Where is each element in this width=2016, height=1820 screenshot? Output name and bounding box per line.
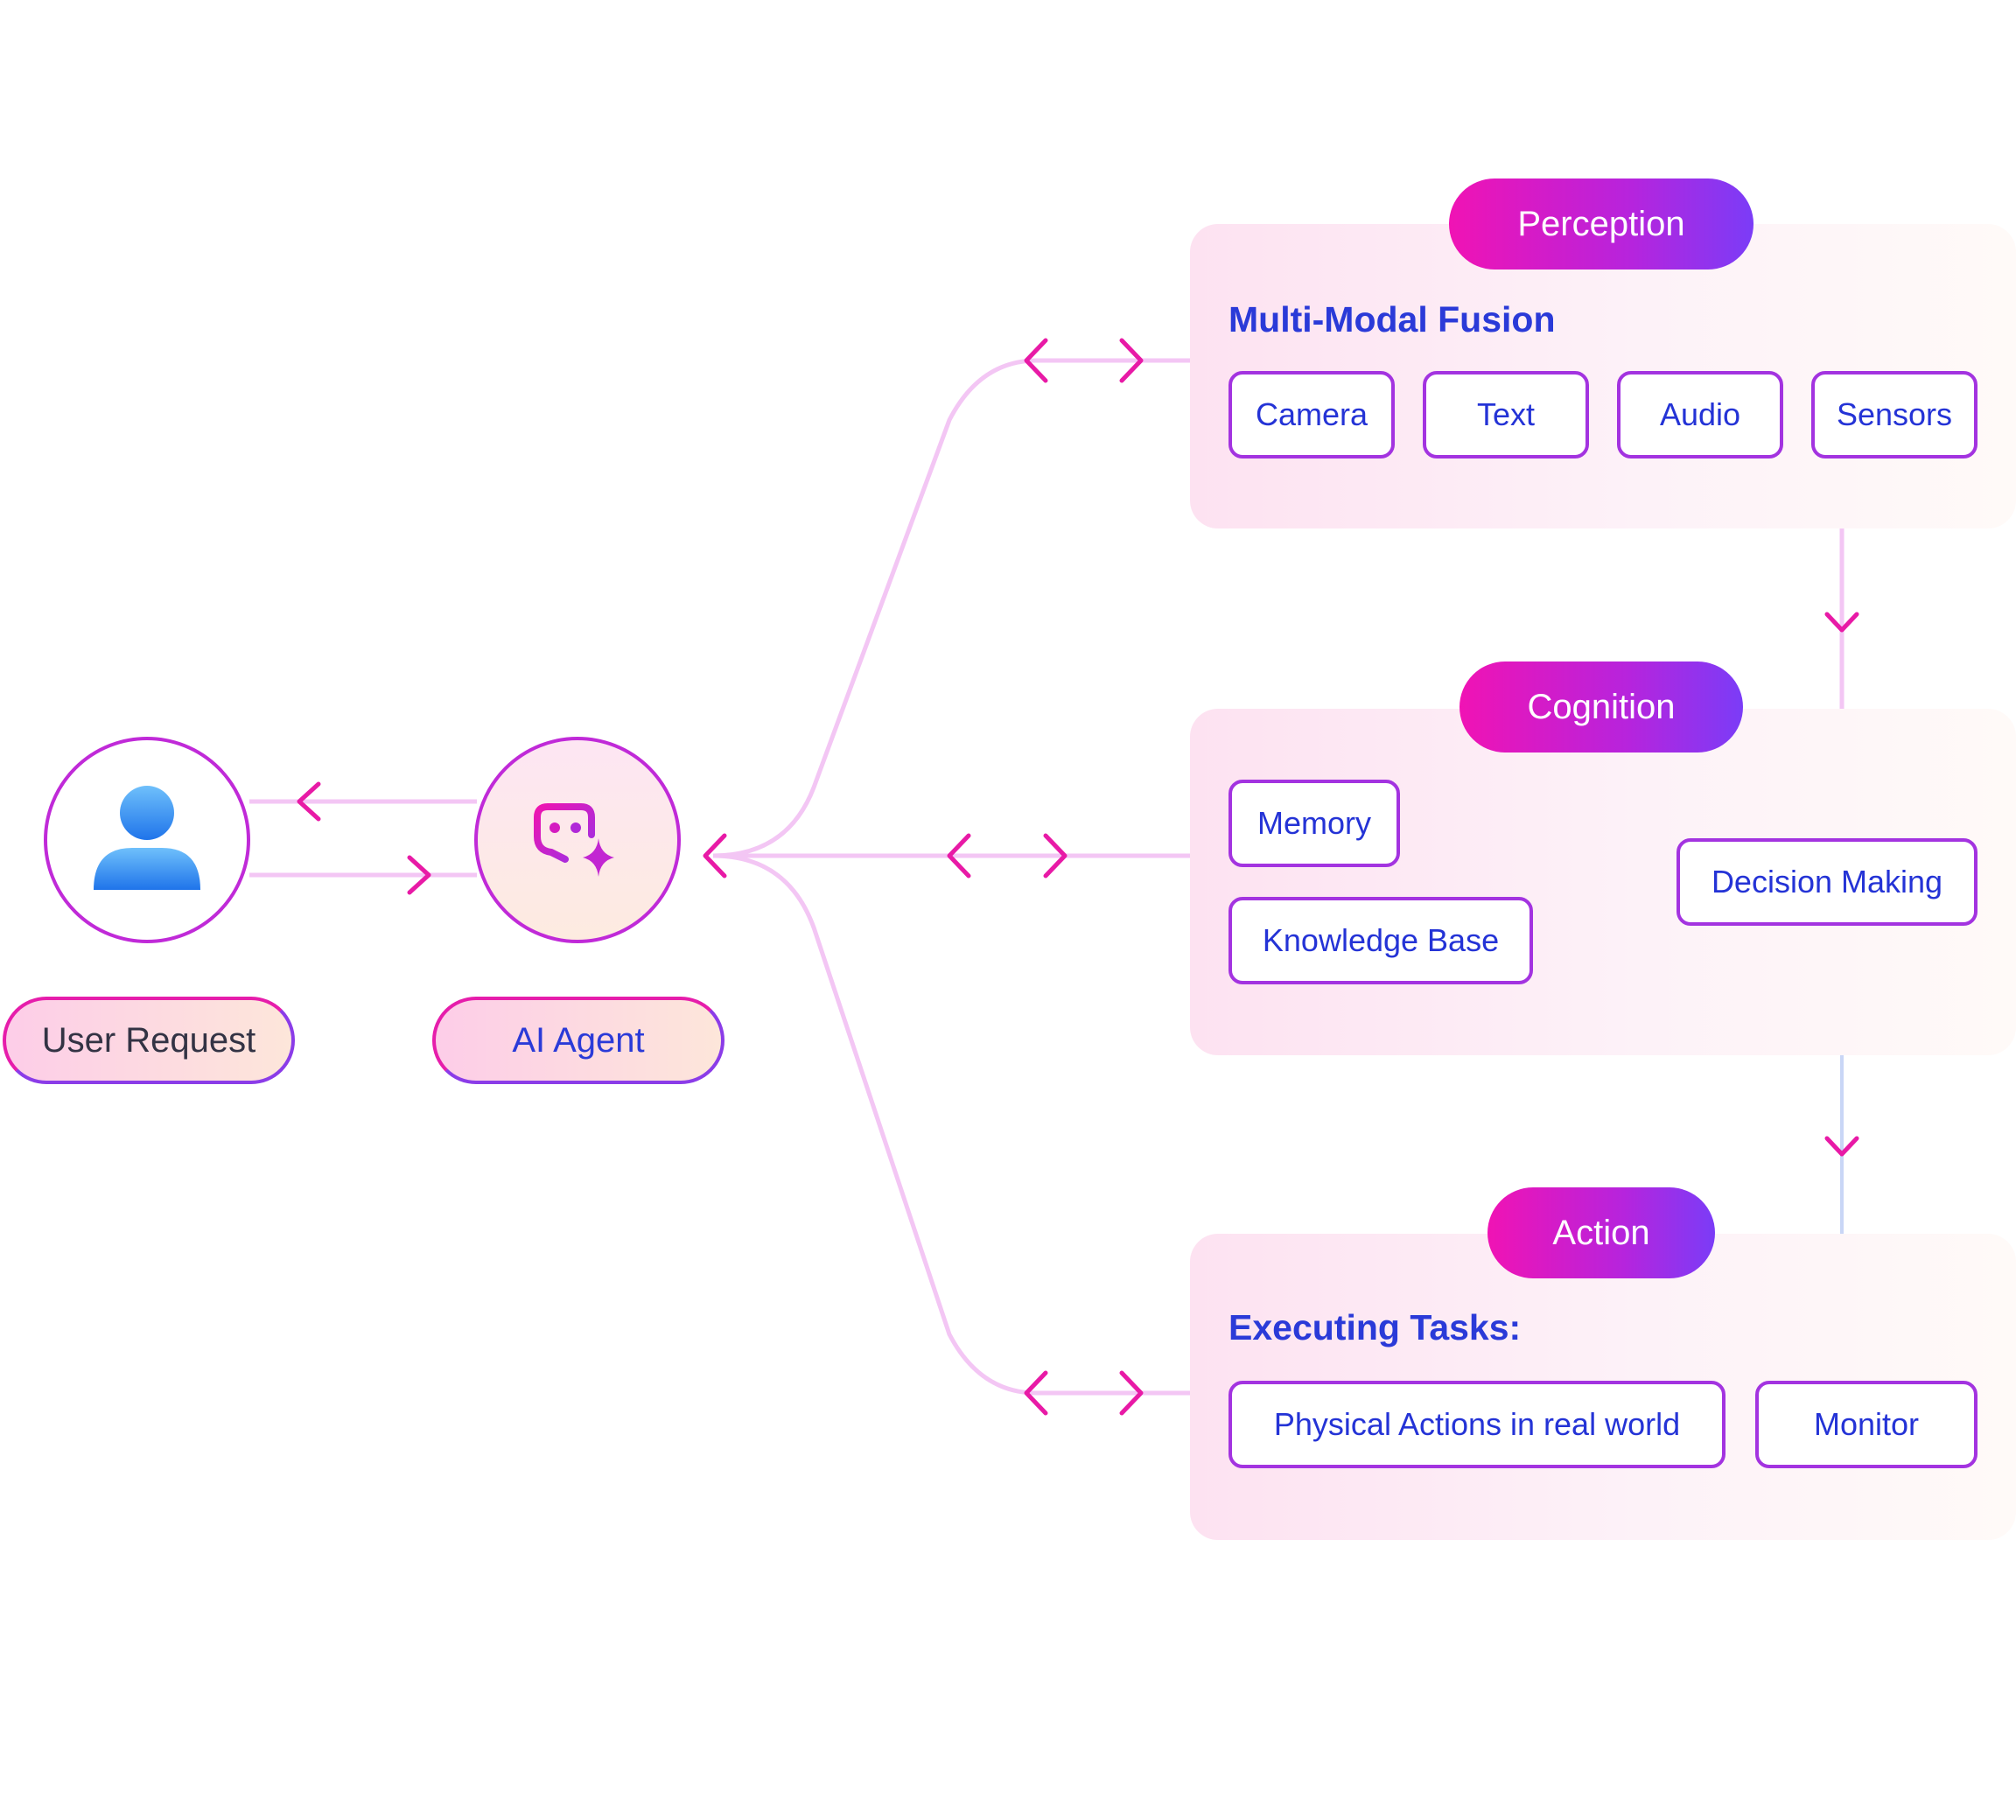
ai-agent-text: AI Agent bbox=[512, 1020, 645, 1060]
arrowhead-right bbox=[1119, 338, 1144, 383]
user-request-text: User Request bbox=[41, 1020, 256, 1060]
chip-memory: Memory bbox=[1228, 780, 1400, 867]
chip-text: Text bbox=[1423, 371, 1589, 458]
chip-camera: Camera bbox=[1228, 371, 1395, 458]
user-request-label: User Request bbox=[3, 997, 295, 1084]
cognition-panel: Memory Knowledge Base Decision Making bbox=[1190, 709, 2016, 1055]
perception-tag: Perception bbox=[1449, 178, 1754, 270]
chip-physical-actions: Physical Actions in real world bbox=[1228, 1381, 1726, 1468]
cognition-tag: Cognition bbox=[1460, 662, 1743, 752]
user-icon bbox=[94, 786, 200, 890]
chip-audio: Audio bbox=[1617, 371, 1783, 458]
arrowhead-left bbox=[1024, 1370, 1048, 1416]
user-node bbox=[44, 737, 250, 943]
arrowhead-right bbox=[1119, 1370, 1144, 1416]
chip-monitor: Monitor bbox=[1755, 1381, 1978, 1468]
chip-sensors: Sensors bbox=[1811, 371, 1978, 458]
chip-knowledge-base: Knowledge Base bbox=[1228, 897, 1533, 984]
action-heading: Executing Tasks: bbox=[1228, 1307, 1522, 1348]
agent-to-perception-line bbox=[712, 358, 1190, 858]
arrowhead-left bbox=[1024, 338, 1048, 383]
perception-heading: Multi-Modal Fusion bbox=[1228, 299, 1556, 340]
arrowhead-left bbox=[947, 833, 971, 878]
arrowhead-left bbox=[703, 833, 727, 878]
agent-to-action-line bbox=[712, 853, 1190, 1396]
arrowhead-down bbox=[1824, 612, 1859, 633]
action-panel: Executing Tasks: Physical Actions in rea… bbox=[1190, 1234, 2016, 1540]
robot-sparkle-icon bbox=[534, 791, 614, 877]
chip-decision-making: Decision Making bbox=[1676, 838, 1978, 926]
arrowhead-right bbox=[1043, 833, 1068, 878]
arrowhead-down bbox=[1824, 1136, 1859, 1157]
action-tag: Action bbox=[1488, 1187, 1715, 1278]
ai-agent-label: AI Agent bbox=[432, 997, 724, 1084]
arrowhead-left bbox=[297, 781, 321, 822]
perception-panel: Multi-Modal Fusion Camera Text Audio Sen… bbox=[1190, 224, 2016, 528]
arrowhead-right bbox=[407, 855, 431, 895]
ai-agent-node bbox=[474, 737, 681, 943]
